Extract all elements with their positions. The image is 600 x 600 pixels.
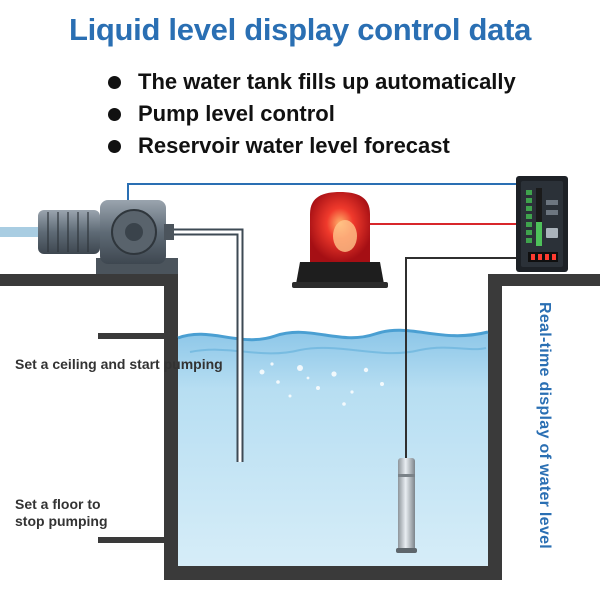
feature-item-auto-fill: The water tank fills up automatically xyxy=(108,66,516,98)
water-body xyxy=(177,328,489,566)
feature-list: The water tank fills up automatically Pu… xyxy=(108,66,516,162)
feature-item-forecast: Reservoir water level forecast xyxy=(108,130,516,162)
floor-label: Set a floor to stop pumping xyxy=(15,496,108,529)
realtime-display-label: Real-time display of water level xyxy=(536,302,553,550)
bullet-icon xyxy=(108,76,121,89)
feature-label: Reservoir water level forecast xyxy=(138,133,450,158)
alarm-light-icon xyxy=(292,192,388,288)
level-sensor-icon xyxy=(396,458,417,553)
page-title: Liquid level display control data xyxy=(68,12,532,47)
control-wire-blue xyxy=(127,183,520,200)
feature-label: The water tank fills up automatically xyxy=(138,69,516,94)
ceiling-label: Set a ceiling and start pumping xyxy=(15,356,223,372)
bullet-icon xyxy=(108,140,121,153)
feature-item-pump-control: Pump level control xyxy=(108,98,516,130)
pump-icon xyxy=(38,200,178,274)
bullet-icon xyxy=(108,108,121,121)
ceiling-marker xyxy=(98,333,164,339)
level-controller-icon xyxy=(516,176,568,272)
sensor-cable xyxy=(405,257,520,462)
tank-walls xyxy=(0,274,600,580)
floor-marker xyxy=(98,537,164,543)
feature-label: Pump level control xyxy=(138,101,335,126)
